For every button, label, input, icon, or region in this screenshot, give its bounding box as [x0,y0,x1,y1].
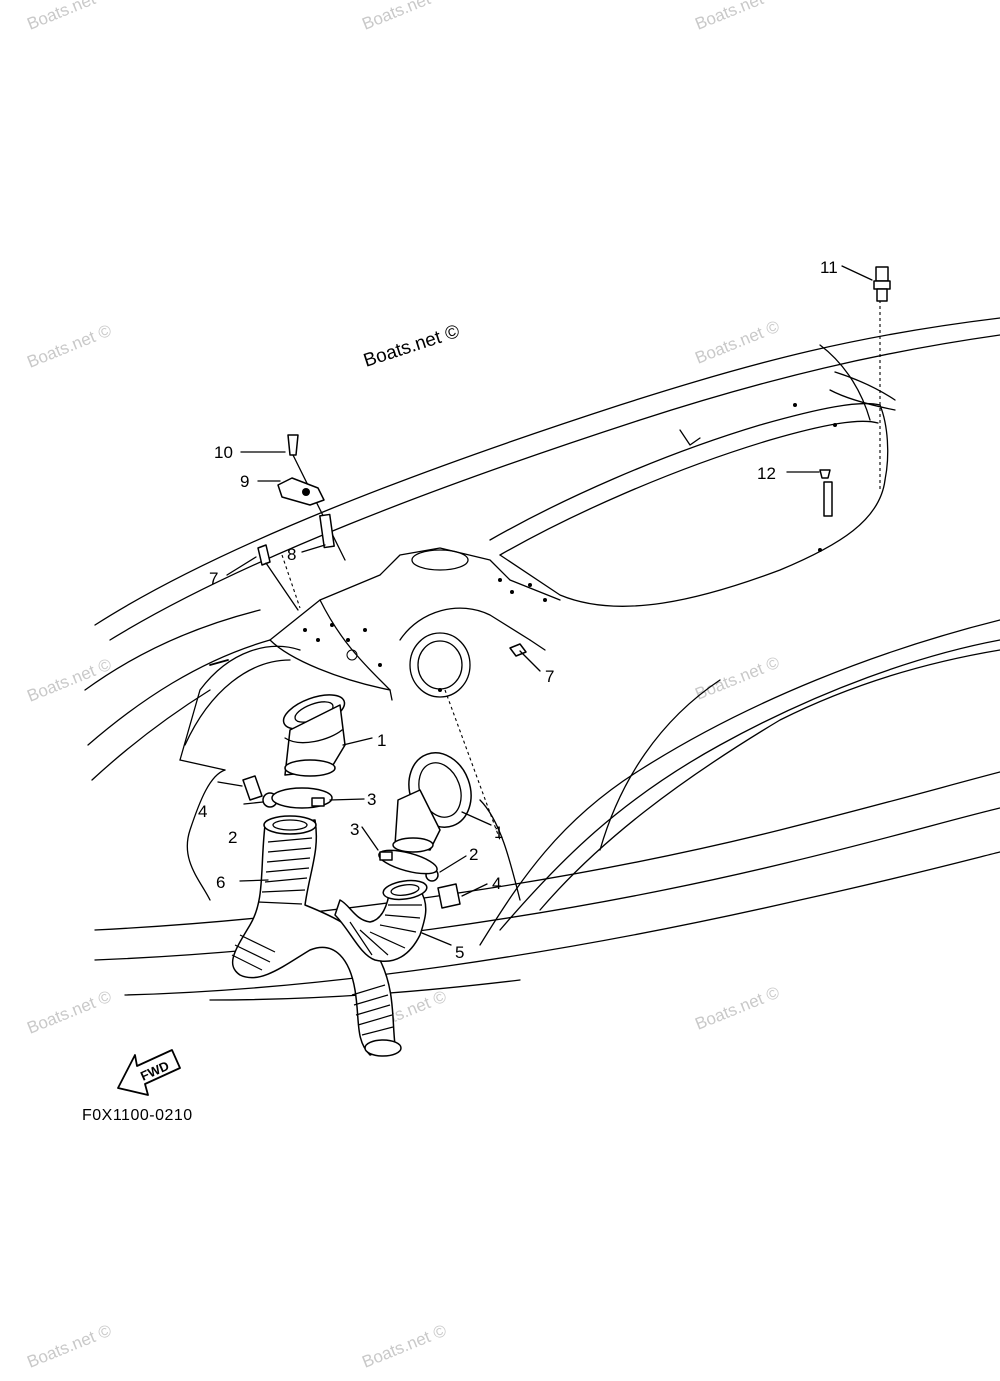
callout-3: 3 [350,820,359,839]
watermark: Boats.net © [692,653,782,704]
leader-lines [217,265,873,946]
callouts: 10 9 8 7 7 11 12 1 1 4 4 3 3 2 2 6 5 [198,258,838,962]
callout-9: 9 [240,472,249,491]
callout-12: 12 [757,464,776,483]
callout-8: 8 [287,545,296,564]
watermark: Boats.net © [24,655,114,706]
watermark: Boats.net © [359,1321,449,1372]
part-10-bolt [287,434,346,561]
callout-3: 3 [367,790,376,809]
hull-outline [84,300,1000,1001]
part-6-hose [231,815,402,1057]
part-4-holder [242,775,263,801]
callout-2: 2 [469,845,478,864]
part-12-fastener [819,469,833,517]
watermark: Boats.net © [24,987,114,1038]
callout-7: 7 [209,569,218,588]
callout-4: 4 [198,802,207,821]
callout-10: 10 [214,443,233,462]
part-11-sensor [873,266,891,302]
part-1-duct-right [392,752,472,853]
callout-4: 4 [492,874,501,893]
figure-code: F0X1100-0210 [82,1107,193,1124]
callout-5: 5 [455,943,464,962]
watermark-layer: Boats.net © Boats.net © Boats.net © Boat… [24,0,782,1372]
part-7-screw [257,544,299,611]
watermark: Boats.net © [359,0,449,34]
watermark-main: Boats.net © [361,321,462,372]
part-8-pin [319,513,335,549]
part-1-duct-left [282,694,346,777]
part-4-holder [437,883,461,909]
callout-7: 7 [545,667,554,686]
part-3-clamp [378,849,438,875]
callout-1: 1 [377,731,386,750]
watermark: Boats.net © [692,0,782,34]
watermark: Boats.net © [692,317,782,368]
watermark: Boats.net © [24,0,114,34]
part-5-hose [334,879,428,962]
watermark: Boats.net © [24,321,114,372]
watermark: Boats.net © [692,983,782,1034]
watermark: Boats.net © [24,1321,114,1372]
fwd-arrow-icon: FWD [117,1049,181,1096]
part-3-clamp [271,787,333,809]
callout-11: 11 [820,258,838,277]
callout-6: 6 [216,873,225,892]
parts [231,266,891,1057]
bolt-holes [303,403,837,692]
callout-1: 1 [494,823,503,842]
callout-2: 2 [228,828,237,847]
part-9-bracket [277,477,325,506]
